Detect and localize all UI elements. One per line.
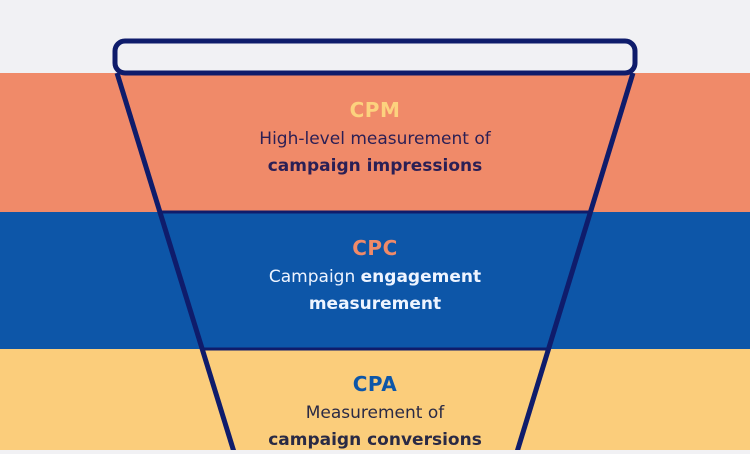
desc-bold-text: engagement — [360, 267, 482, 287]
stage-description: High-level measurement of campaign impre… — [175, 126, 575, 180]
cpa-band — [0, 349, 750, 450]
stage-title: CPC — [352, 236, 398, 260]
stage-title: CPM — [349, 98, 401, 122]
stage-description: Measurement of campaign conversions — [175, 400, 575, 454]
desc-text: High-level measurement of — [259, 129, 491, 149]
cpc-band — [0, 212, 750, 349]
desc-bold-text: campaign conversions — [268, 430, 482, 450]
stage-cpc: CPC Campaign engagement measurement — [175, 236, 575, 318]
desc-text: Campaign — [268, 267, 356, 287]
stage-cpa: CPA Measurement of campaign conversions — [175, 372, 575, 454]
stage-title: CPA — [352, 372, 398, 396]
desc-text: Measurement of — [305, 403, 445, 423]
stage-description: Campaign engagement measurement — [175, 264, 575, 318]
desc-bold-text: measurement — [308, 294, 442, 314]
stage-cpm: CPM High-level measurement of campaign i… — [175, 98, 575, 180]
desc-bold-text: campaign impressions — [267, 156, 483, 176]
